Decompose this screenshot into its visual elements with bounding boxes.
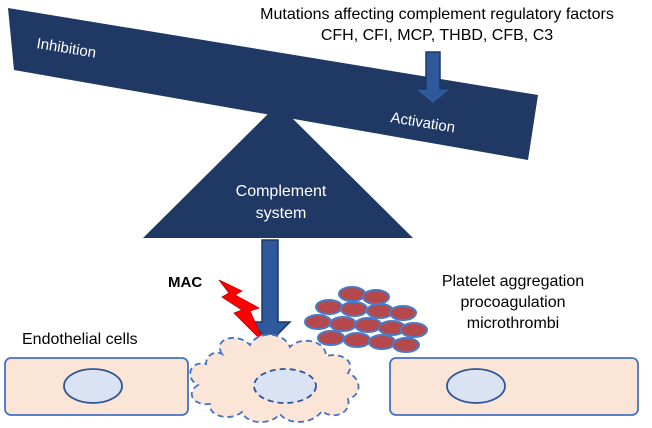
platelet xyxy=(340,301,368,317)
platelet-label-line1: Platelet aggregation xyxy=(442,273,584,290)
platelet-label-line3: microthrombi xyxy=(467,315,559,332)
platelet xyxy=(304,314,332,330)
fulcrum-label-line2: system xyxy=(256,205,307,222)
platelet xyxy=(329,316,357,332)
platelet xyxy=(343,332,371,348)
platelet-label-line2: procoagulation xyxy=(461,294,566,311)
mutation-arrow xyxy=(412,51,454,105)
platelet xyxy=(362,289,390,305)
platelet xyxy=(389,305,417,321)
balance-beam xyxy=(8,8,538,160)
mac-label: MAC xyxy=(168,274,202,291)
platelet xyxy=(354,317,382,333)
endothelial-cell-right xyxy=(389,357,639,416)
platelet xyxy=(338,286,366,302)
nucleus-right xyxy=(446,368,506,404)
mutations-title: Mutations affecting complement regulator… xyxy=(260,6,614,23)
platelet-cluster xyxy=(304,286,428,353)
platelet xyxy=(315,299,343,315)
nucleus-damaged xyxy=(253,368,317,404)
fulcrum-label-line1: Complement xyxy=(236,183,327,200)
endothelial-label: Endothelial cells xyxy=(22,331,138,348)
mutations-factor-list: CFH, CFI, MCP, THBD, CFB, C3 xyxy=(321,27,553,44)
nucleus-left xyxy=(63,368,123,404)
platelet xyxy=(392,337,420,353)
complement-fulcrum xyxy=(143,104,413,238)
platelet xyxy=(366,303,394,319)
platelet xyxy=(317,330,345,346)
platelet xyxy=(400,322,428,338)
lightning-bolt-icon xyxy=(218,279,266,345)
complement-arrow xyxy=(248,239,292,344)
platelet xyxy=(368,334,396,350)
